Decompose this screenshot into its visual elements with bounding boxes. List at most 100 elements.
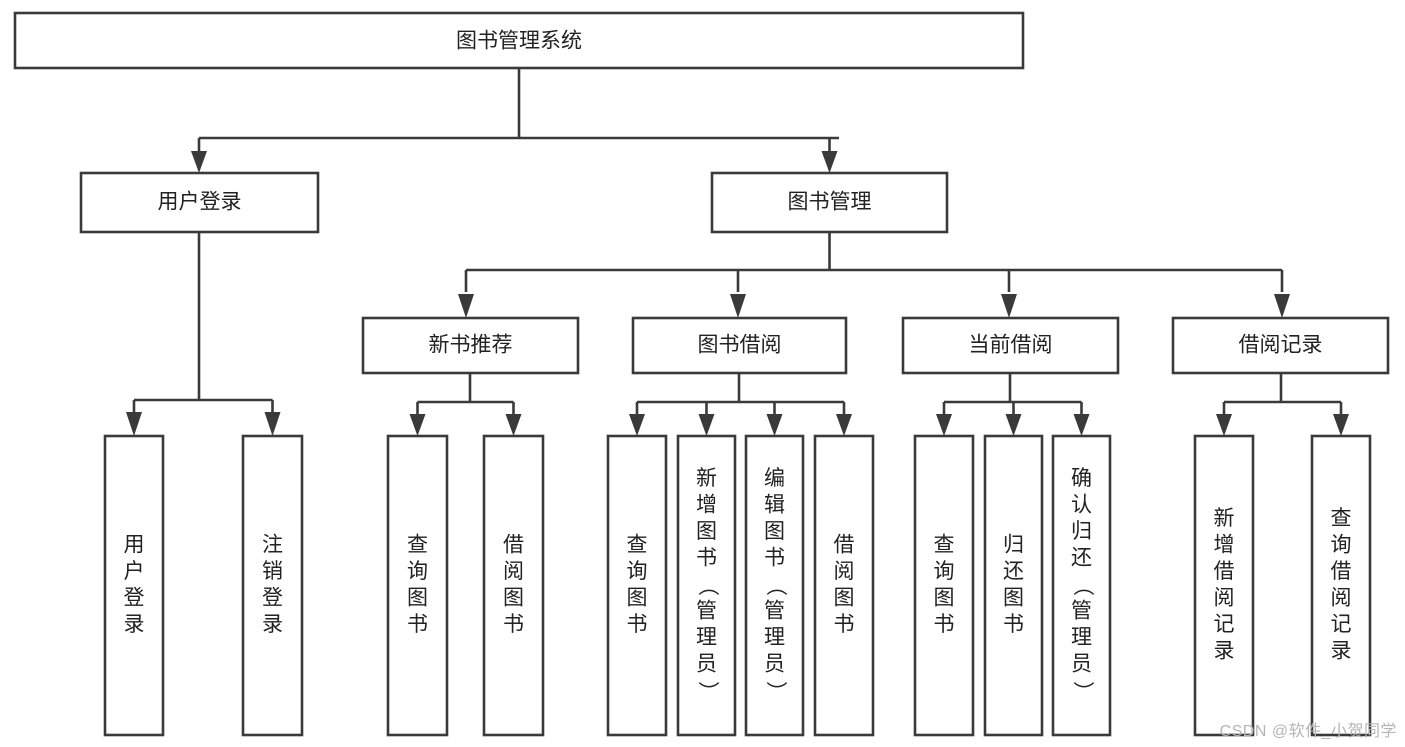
node-leaf-borrow-book-1-box[interactable] — [482, 434, 545, 737]
svg-text:管: 管 — [764, 600, 785, 623]
node-user-login[interactable]: 用户登录 — [79, 171, 320, 234]
node-leaf-query-book-3-box[interactable] — [913, 434, 975, 737]
svg-text:理: 理 — [764, 626, 785, 649]
arrowhead-leaf-user-login — [126, 412, 142, 436]
arrowhead-leaf-add-record — [1216, 414, 1232, 436]
node-leaf-return-book-box[interactable] — [983, 434, 1044, 737]
arrowhead-leaf-add-book — [698, 414, 715, 436]
edge-bookborrow-to-leaves — [635, 373, 846, 416]
node-leaf-query-book-1-box[interactable] — [386, 434, 449, 737]
node-leaf-confirm-return-box[interactable] — [1051, 434, 1112, 737]
node-leaf-query-book-2-box[interactable] — [606, 434, 668, 737]
edge-bookmanage-to-level3 — [464, 232, 1284, 292]
node-new-book-recommend[interactable]: 新书推荐 — [361, 316, 580, 375]
svg-text:归: 归 — [1003, 533, 1024, 556]
csdn-watermark: CSDN @软件_小贺同学 — [1219, 723, 1397, 740]
svg-text:阅: 阅 — [834, 560, 855, 583]
node-book-borrow-box[interactable] — [631, 316, 848, 375]
arrowhead-leaf-query-book-1 — [409, 414, 426, 436]
node-book-manage-box[interactable] — [710, 171, 949, 234]
arrowhead-leaf-borrow-book-1 — [505, 414, 522, 436]
leaf-node-layer: 用户登录注销登录查询图书借阅图书查询图书新增图书（管理员）编辑图书（管理员）借阅… — [103, 434, 1372, 737]
svg-text:借: 借 — [834, 533, 855, 556]
svg-text:增: 增 — [696, 494, 717, 517]
node-leaf-user-login[interactable]: 用户登录 — [103, 434, 165, 737]
node-borrow-record-box[interactable] — [1171, 316, 1390, 375]
node-current-borrow-box[interactable] — [901, 316, 1120, 375]
node-borrow-record[interactable]: 借阅记录 — [1171, 316, 1390, 375]
svg-text:查: 查 — [1331, 507, 1352, 530]
svg-text:增: 增 — [1214, 533, 1235, 556]
node-root-box[interactable] — [13, 11, 1025, 70]
connector-layer — [126, 68, 1349, 436]
svg-text:询: 询 — [1331, 533, 1352, 556]
node-leaf-user-login-box[interactable] — [103, 434, 165, 737]
node-new-book-recommend-box[interactable] — [361, 316, 580, 375]
node-leaf-add-record-box[interactable] — [1193, 434, 1255, 737]
svg-text:查: 查 — [407, 533, 428, 556]
node-current-borrow[interactable]: 当前借阅 — [901, 316, 1120, 375]
arrowhead-book-manage — [821, 151, 838, 173]
node-book-borrow[interactable]: 图书借阅 — [631, 316, 848, 375]
svg-text:询: 询 — [934, 560, 955, 583]
svg-text:查: 查 — [934, 533, 955, 556]
node-leaf-borrow-book-2-box[interactable] — [813, 434, 875, 737]
arrowhead-leaf-edit-book — [766, 414, 783, 436]
node-new-book-recommend-label: 新书推荐 — [429, 334, 513, 357]
svg-text:图: 图 — [503, 586, 524, 609]
svg-text:编: 编 — [764, 467, 785, 490]
node-leaf-query-record-box[interactable] — [1310, 434, 1372, 737]
svg-text:）: ） — [696, 681, 719, 702]
node-leaf-logout-login-box[interactable] — [241, 434, 304, 737]
edge-borrowrecord-to-leaves — [1222, 373, 1343, 416]
svg-text:管: 管 — [1071, 600, 1092, 623]
svg-text:登: 登 — [124, 586, 145, 609]
node-leaf-add-book-box[interactable] — [676, 434, 737, 737]
node-book-manage[interactable]: 图书管理 — [710, 171, 949, 234]
node-root[interactable]: 图书管理系统 — [13, 11, 1025, 70]
svg-text:录: 录 — [124, 613, 145, 636]
edge-userlogin-to-leaves — [132, 232, 274, 414]
svg-text:还: 还 — [1071, 547, 1092, 570]
svg-text:图: 图 — [627, 586, 648, 609]
svg-text:（: （ — [696, 575, 719, 596]
arrowhead-leaf-query-book-2 — [629, 414, 645, 436]
svg-text:（: （ — [764, 575, 787, 596]
arrowhead-leaf-borrow-book-2 — [836, 414, 852, 436]
svg-text:认: 认 — [1071, 494, 1092, 517]
svg-text:书: 书 — [834, 613, 855, 636]
svg-text:员: 员 — [1071, 653, 1092, 676]
edge-newbook-to-leaves — [416, 373, 515, 416]
svg-text:图: 图 — [764, 520, 785, 543]
svg-text:录: 录 — [1331, 639, 1352, 662]
arrowhead-new-book-rec — [458, 294, 474, 318]
svg-text:录: 录 — [1214, 639, 1235, 662]
node-user-login-label: 用户登录 — [158, 191, 242, 214]
svg-text:查: 查 — [627, 533, 648, 556]
node-leaf-edit-book-box[interactable] — [744, 434, 805, 737]
svg-text:辑: 辑 — [764, 494, 785, 517]
svg-text:书: 书 — [764, 547, 785, 570]
svg-text:）: ） — [764, 681, 787, 702]
node-book-borrow-label: 图书借阅 — [698, 334, 782, 357]
node-user-login-box[interactable] — [79, 171, 320, 234]
svg-text:用: 用 — [124, 533, 145, 556]
node-current-borrow-label: 当前借阅 — [969, 334, 1053, 357]
arrowhead-leaf-logout-login — [264, 412, 281, 436]
node-layer: 图书管理系统 用户登录 图书管理 新书推荐 图书借阅 — [13, 11, 1390, 737]
